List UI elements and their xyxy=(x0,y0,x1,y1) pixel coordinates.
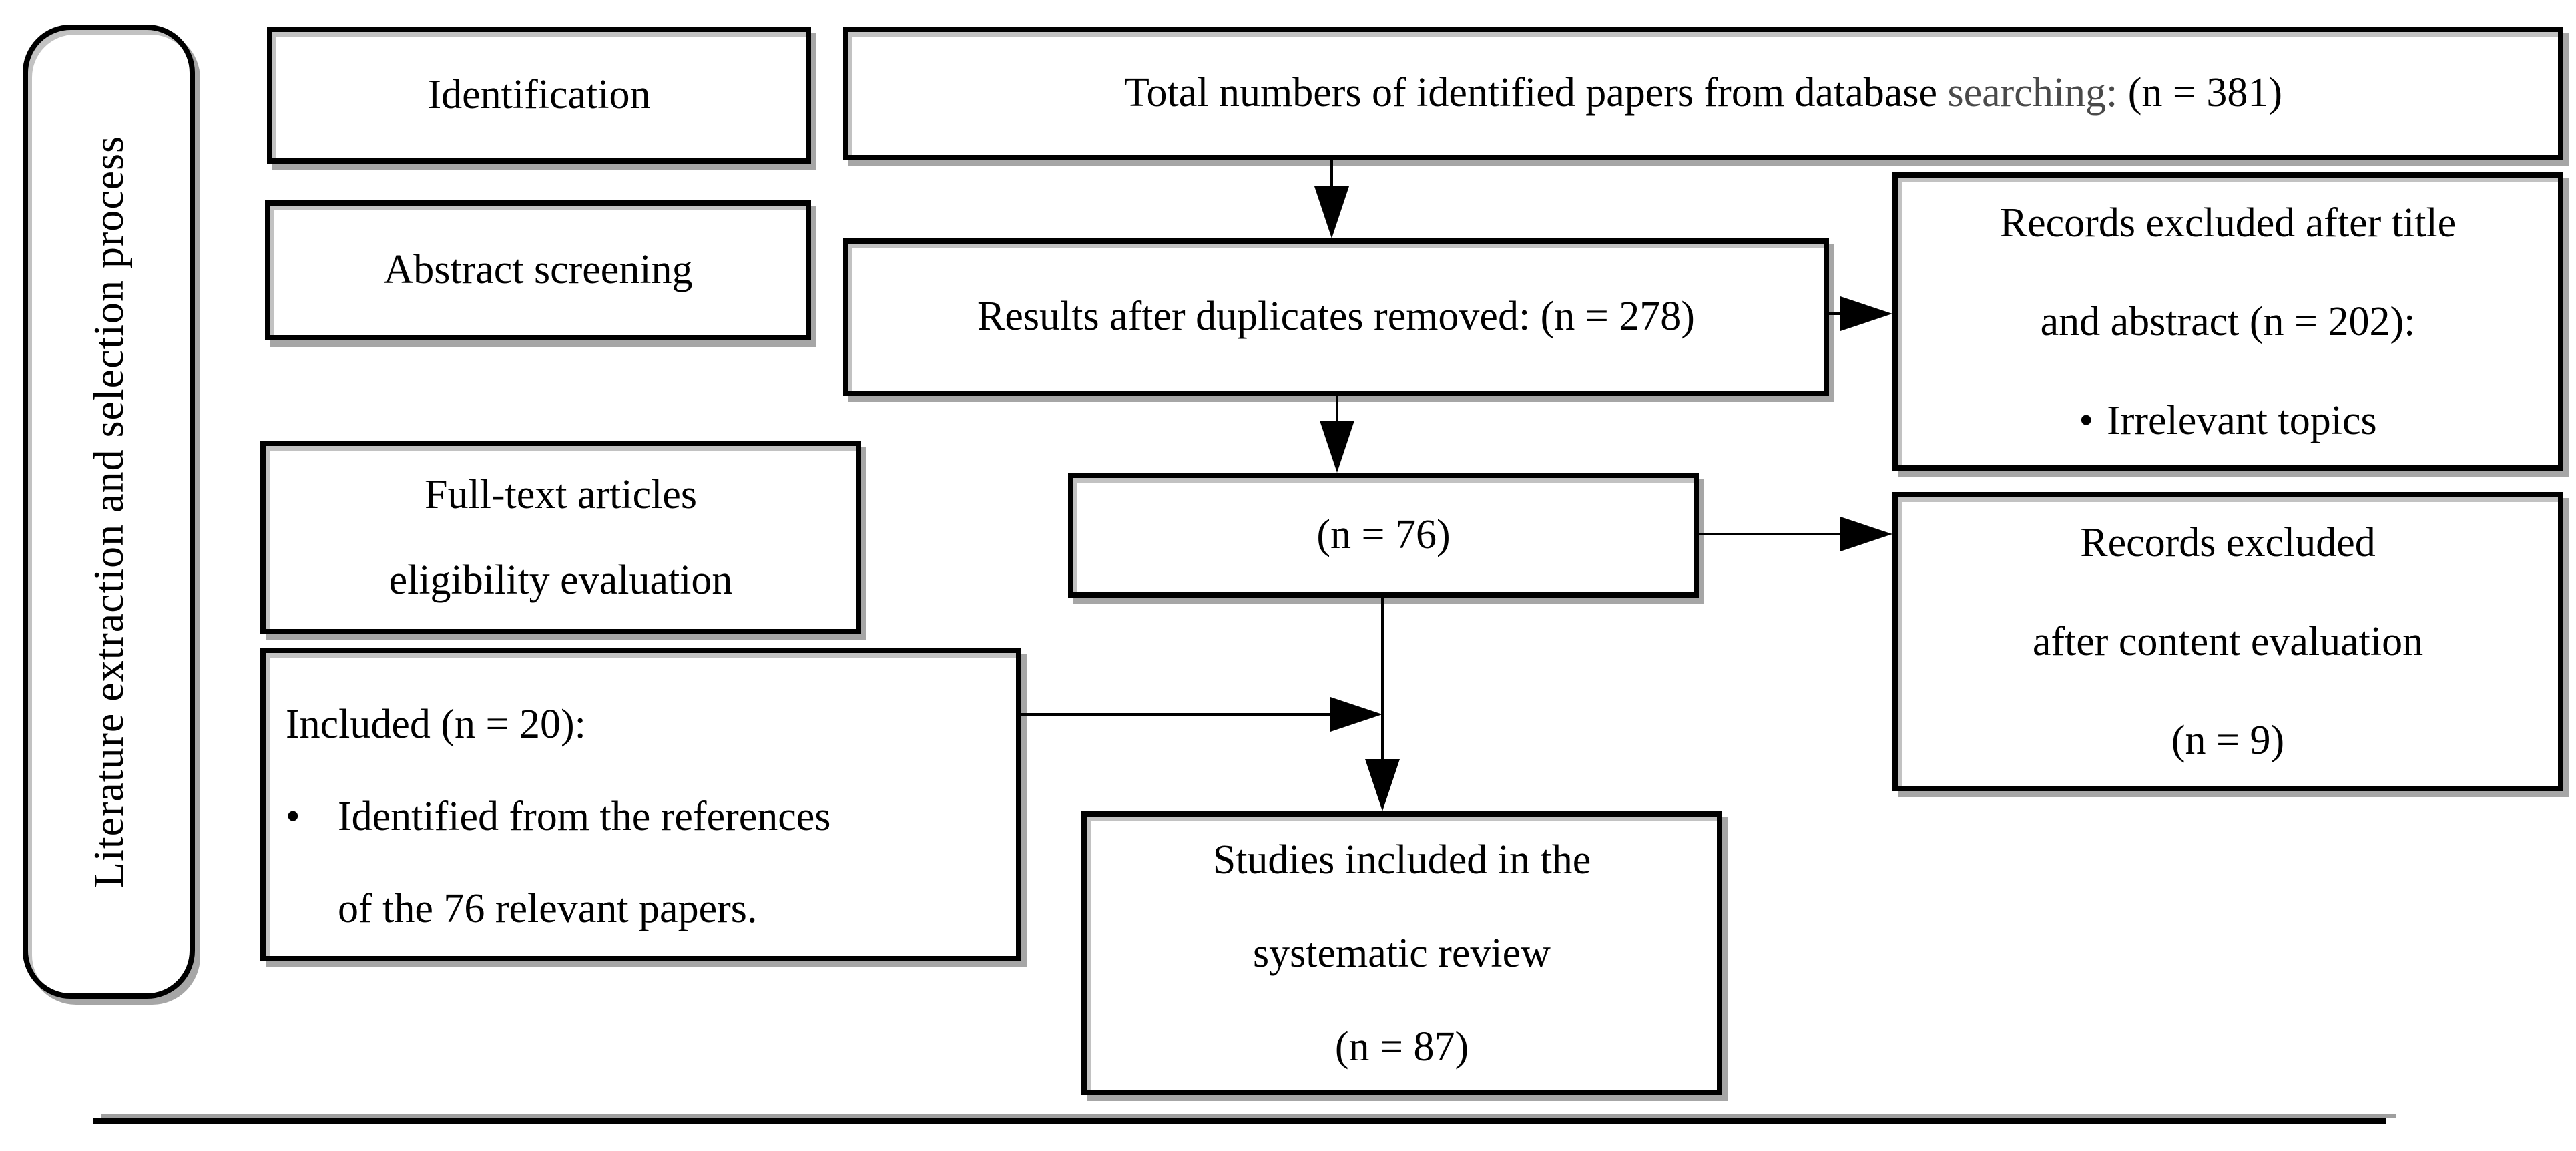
arrowhead-right-duplicates-to-excl1 xyxy=(1840,296,1892,331)
arrow-line-included-to-final xyxy=(1021,713,1335,716)
excl1-line1: Records excluded after title xyxy=(1999,200,2457,246)
flow-box-duplicates-removed: Results after duplicates removed: (n = 2… xyxy=(843,238,1829,396)
arrowhead-down-n76-to-final xyxy=(1365,759,1400,811)
excl1-line2: and abstract (n = 202): xyxy=(2040,298,2416,344)
stage-label-abstract-screening: Abstract screening xyxy=(383,247,693,293)
exclusion-box-content-evaluation: Records excluded after content evaluatio… xyxy=(1892,492,2563,791)
excl1-bullet-line: • Irrelevant topics xyxy=(1898,371,2558,470)
included-item-line2: of the 76 relevant papers. xyxy=(338,886,758,931)
total-text-before: Total numbers of identified papers from … xyxy=(1123,70,1948,116)
process-sidebar-label: Literature extraction and selection proc… xyxy=(85,136,132,888)
bullet-icon: • xyxy=(286,794,300,839)
stage-label-identification: Identification xyxy=(427,71,651,118)
exclusion-box-title-abstract: Records excluded after title and abstrac… xyxy=(1892,172,2563,471)
included-item-line1: Identified from the references xyxy=(338,794,831,839)
bottom-rule xyxy=(93,1118,2386,1124)
excl2-line1: Records excluded xyxy=(2080,520,2376,565)
included-indent-row: of the 76 relevant papers. xyxy=(286,863,1003,955)
arrow-line-n76-to-excl2 xyxy=(1699,533,1846,535)
arrowhead-right-included-to-final xyxy=(1330,697,1382,732)
process-sidebar-box: Literature extraction and selection proc… xyxy=(23,25,195,999)
fulltext-line2: eligibility evaluation xyxy=(389,557,733,603)
final-line2: systematic review xyxy=(1253,930,1551,976)
n76-text: (n = 76) xyxy=(1316,511,1451,557)
flow-box-n76: (n = 76) xyxy=(1068,473,1699,598)
excl2-line3: (n = 9) xyxy=(2171,718,2285,763)
included-references-box: Included (n = 20): • Identified from the… xyxy=(260,648,1021,961)
arrowhead-down-duplicates-to-n76 xyxy=(1320,421,1354,473)
stage-box-identification: Identification xyxy=(267,27,811,164)
excl1-item: Irrelevant topics xyxy=(2107,397,2377,443)
included-bullet-row: • Identified from the references xyxy=(286,770,1003,863)
stage-box-abstract-screening: Abstract screening xyxy=(265,200,811,340)
flow-box-studies-included: Studies included in the systematic revie… xyxy=(1081,811,1722,1095)
final-line1: Studies included in the xyxy=(1212,837,1591,883)
arrowhead-down-total-to-duplicates xyxy=(1314,186,1349,238)
fulltext-line1: Full-text articles xyxy=(424,472,698,517)
included-title: Included (n = 20): xyxy=(286,702,586,747)
bottom-rule-shadow xyxy=(101,1114,2396,1118)
excl2-line2: after content evaluation xyxy=(2032,619,2424,664)
arrow-line-total-to-duplicates xyxy=(1330,160,1333,192)
included-title-row: Included (n = 20): xyxy=(286,678,1003,770)
flow-box-total-identified: Total numbers of identified papers from … xyxy=(843,27,2563,160)
bullet-icon: • xyxy=(2079,397,2094,443)
final-line3: (n = 87) xyxy=(1334,1023,1469,1070)
arrow-line-duplicates-to-excl1 xyxy=(1829,312,1849,315)
arrow-line-n76-to-final xyxy=(1381,598,1384,764)
total-identified-text: Total numbers of identified papers from … xyxy=(848,67,2558,120)
stage-box-fulltext-eligibility: Full-text articles eligibility evaluatio… xyxy=(260,441,861,634)
arrowhead-right-n76-to-excl2 xyxy=(1840,517,1892,551)
arrow-line-duplicates-to-n76 xyxy=(1336,396,1338,426)
duplicates-removed-text: Results after duplicates removed: (n = 2… xyxy=(977,294,1695,340)
total-text-searching: searching: xyxy=(1947,70,2118,116)
total-text-count: (n = 381) xyxy=(2117,70,2283,116)
